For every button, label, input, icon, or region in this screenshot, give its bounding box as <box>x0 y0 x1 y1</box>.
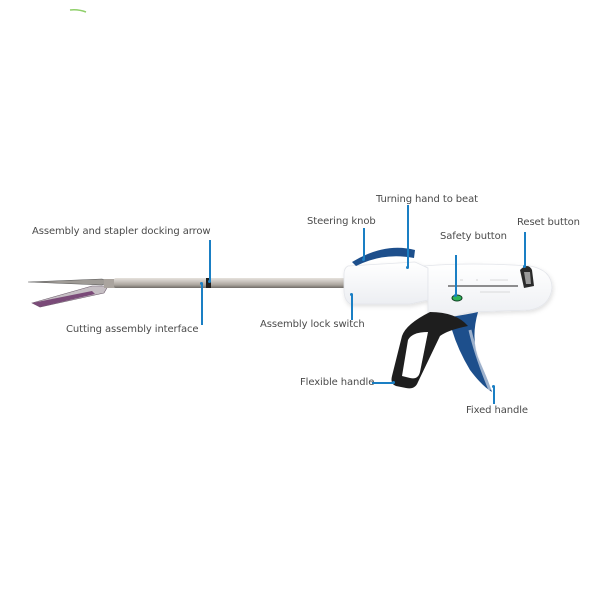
leader-dot-turning-hand <box>406 266 409 269</box>
jaw-assembly <box>27 278 116 308</box>
label-reset-button: Reset button <box>517 217 580 228</box>
leader-docking-arrow <box>209 240 211 282</box>
leader-dot-fixed-handle <box>492 385 495 388</box>
leader-steering-knob <box>363 228 365 260</box>
leader-dot-steering-knob <box>362 258 365 261</box>
leader-dot-cutting-interface <box>200 282 203 285</box>
label-steering-knob: Steering knob <box>307 216 376 227</box>
leader-dot-flexible-handle <box>392 381 395 384</box>
leader-dot-docking-arrow <box>208 280 211 283</box>
label-lock-switch: Assembly lock switch <box>260 319 365 330</box>
label-flexible-handle: Flexible handle <box>300 377 375 388</box>
label-docking-arrow: Assembly and stapler docking arrow <box>32 226 211 237</box>
steering-knob-shape <box>352 247 415 266</box>
leader-dot-lock-switch <box>350 293 353 296</box>
label-fixed-handle: Fixed handle <box>466 405 528 416</box>
fixed-handle-shape <box>444 312 492 392</box>
leader-dot-safety-button <box>454 294 457 297</box>
leader-turning-hand <box>407 205 409 267</box>
leader-safety-button <box>455 255 457 295</box>
shaft <box>114 278 354 288</box>
flexible-handle-shape <box>391 312 468 389</box>
leader-flexible-handle <box>372 382 394 384</box>
label-turning-hand: Turning hand to beat <box>376 194 478 205</box>
label-safety-button: Safety button <box>440 231 507 242</box>
leader-cutting-interface <box>201 283 203 325</box>
label-cutting-interface: Cutting assembly interface <box>66 324 199 335</box>
leader-lock-switch <box>351 294 353 320</box>
decor-mark <box>69 9 87 13</box>
docking-band <box>206 278 211 288</box>
leader-reset-button <box>524 232 526 266</box>
leader-dot-reset-button <box>523 265 526 268</box>
leader-fixed-handle <box>493 386 495 404</box>
